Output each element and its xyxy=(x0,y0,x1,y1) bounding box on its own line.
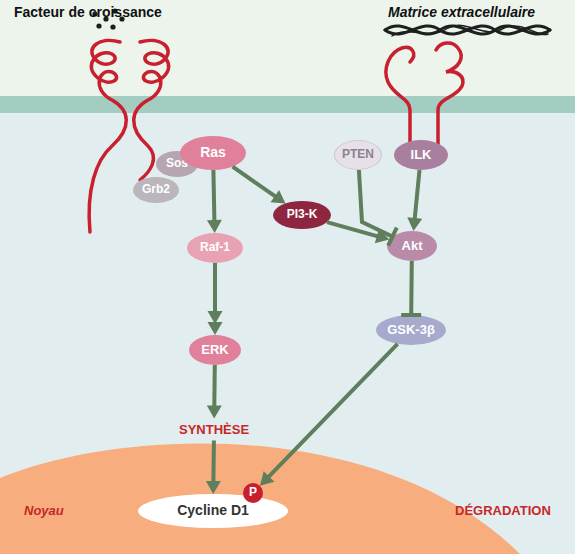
growth-factor-dot xyxy=(96,23,101,28)
phosphatase-protein: PTEN xyxy=(334,140,382,170)
signal-arrow xyxy=(359,170,397,246)
extracellular-matrix-fibers xyxy=(385,25,550,36)
arrow-head xyxy=(207,220,222,233)
connector-line xyxy=(213,170,214,221)
phosphate-circle: P xyxy=(243,483,263,503)
node-text: GSK-3β xyxy=(387,323,435,337)
node-text: PTEN xyxy=(342,148,374,161)
region-title: Facteur de croissance xyxy=(14,4,162,20)
node-text: Grb2 xyxy=(142,183,170,196)
extracellular-space xyxy=(0,0,575,96)
arrow-head xyxy=(407,217,422,231)
node-text: Noyau xyxy=(24,504,64,518)
region-title: Matrice extracellulaire xyxy=(388,4,535,20)
edge-label: SYNTHÈSE xyxy=(179,422,249,437)
signal-arrow xyxy=(407,170,422,231)
connector-line xyxy=(415,170,420,219)
signal-arrow xyxy=(208,263,223,335)
arrow-head xyxy=(206,481,221,494)
receptor-chain xyxy=(89,40,126,232)
connector-line xyxy=(213,263,217,313)
kinase-protein: PI3-K xyxy=(273,201,331,229)
nucleus-region: Noyau Cycline D1P xyxy=(0,428,520,554)
node-text: Ras xyxy=(200,145,226,160)
connector-line xyxy=(211,441,216,483)
signal-arrow xyxy=(233,167,286,204)
kinase-protein: ILK xyxy=(394,140,448,170)
cell-membrane xyxy=(0,96,575,113)
node-text: ERK xyxy=(201,343,228,357)
growth-factor-dot xyxy=(110,24,115,29)
gtpase-protein: Ras xyxy=(180,136,246,170)
connector-line xyxy=(212,365,217,407)
node-text: Cycline D1 xyxy=(177,503,249,518)
matrix-fiber xyxy=(392,25,548,36)
node-text: Akt xyxy=(402,239,423,253)
connector-line xyxy=(268,344,397,477)
signal-arrow xyxy=(207,170,222,233)
node-text: P xyxy=(249,486,257,499)
node-text: PI3-K xyxy=(287,208,318,221)
connector-line xyxy=(233,167,276,197)
signal-arrow xyxy=(260,344,398,486)
arrow-head xyxy=(207,405,222,418)
connector-line xyxy=(359,170,393,237)
nucleus-shape xyxy=(0,443,520,554)
growth-factor-receptor xyxy=(89,40,169,232)
integrin-chain xyxy=(386,47,414,150)
kinase-protein: GSK-3β xyxy=(376,315,446,345)
protein-ellipse: Cycline D1 xyxy=(138,494,288,528)
node-text: ILK xyxy=(411,148,432,162)
kinase-protein: Raf-1 xyxy=(187,233,243,263)
signal-arrow xyxy=(401,261,421,315)
node-text: Raf-1 xyxy=(200,241,230,254)
kinase-protein: ERK xyxy=(189,335,241,365)
integrin-receptor xyxy=(386,43,463,150)
connector-line xyxy=(409,261,414,315)
process-label: DÉGRADATION xyxy=(455,503,551,518)
integrin-chain xyxy=(436,43,463,150)
adaptor-protein: Grb2 xyxy=(133,177,179,203)
